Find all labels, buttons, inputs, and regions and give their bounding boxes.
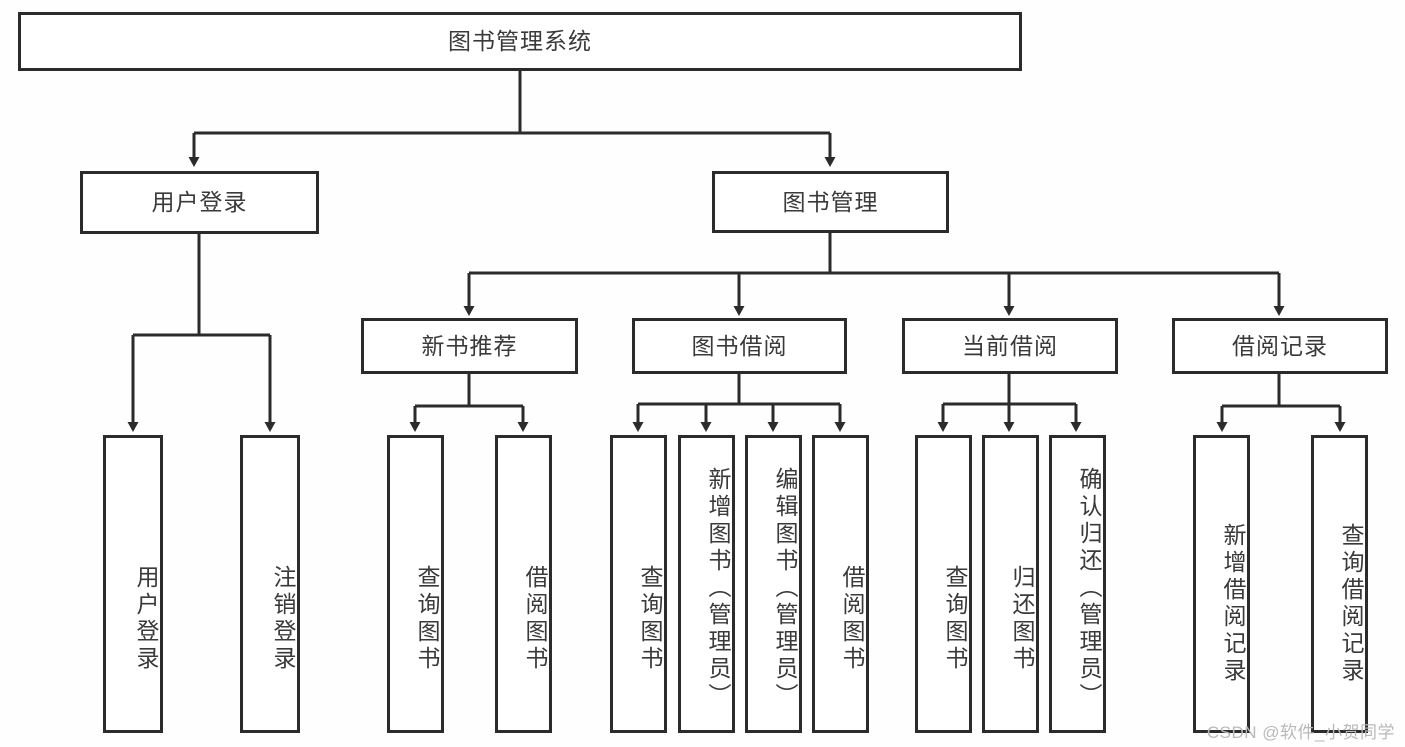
leaf-borrow-query-book[interactable]: 查询图书 bbox=[610, 435, 667, 733]
leaf-new-book-query-label: 查询图书 bbox=[414, 565, 440, 673]
node-root-system-label: 图书管理系统 bbox=[448, 28, 592, 55]
leaf-borrow-query-book-label: 查询图书 bbox=[637, 565, 663, 673]
node-new-book-recommend[interactable]: 新书推荐 bbox=[361, 318, 578, 374]
node-borrow-record-label: 借阅记录 bbox=[1232, 332, 1328, 359]
leaf-user-login-signin[interactable]: 用户登录 bbox=[103, 435, 163, 733]
leaf-current-confirm-return-admin[interactable]: 确认归还（管理员） bbox=[1049, 435, 1106, 733]
leaf-borrow-add-book-admin-label: 新增图书（管理员） bbox=[705, 466, 731, 710]
node-current-borrow-label: 当前借阅 bbox=[962, 332, 1058, 359]
leaf-record-add-record[interactable]: 新增借阅记录 bbox=[1193, 435, 1250, 733]
node-book-borrow-label: 图书借阅 bbox=[691, 332, 788, 359]
leaf-record-query-record-label: 查询借阅记录 bbox=[1338, 523, 1364, 685]
leaf-current-confirm-return-admin-label: 确认归还（管理员） bbox=[1076, 466, 1102, 710]
leaf-borrow-borrow-book[interactable]: 借阅图书 bbox=[812, 435, 869, 733]
leaf-borrow-edit-book-admin[interactable]: 编辑图书（管理员） bbox=[745, 435, 802, 733]
node-current-borrow[interactable]: 当前借阅 bbox=[902, 318, 1118, 374]
leaf-borrow-add-book-admin[interactable]: 新增图书（管理员） bbox=[678, 435, 735, 733]
node-borrow-record[interactable]: 借阅记录 bbox=[1172, 318, 1388, 374]
node-user-login[interactable]: 用户登录 bbox=[80, 171, 319, 234]
leaf-new-book-borrow[interactable]: 借阅图书 bbox=[495, 435, 552, 733]
leaf-record-add-record-label: 新增借阅记录 bbox=[1220, 523, 1246, 685]
leaf-current-return-book-label: 归还图书 bbox=[1009, 565, 1035, 673]
leaf-user-login-signin-label: 用户登录 bbox=[133, 565, 159, 673]
leaf-borrow-edit-book-admin-label: 编辑图书（管理员） bbox=[772, 466, 798, 710]
node-book-manage[interactable]: 图书管理 bbox=[712, 171, 949, 233]
leaf-new-book-query[interactable]: 查询图书 bbox=[387, 435, 444, 733]
leaf-user-login-signout-label: 注销登录 bbox=[270, 565, 296, 673]
leaf-new-book-borrow-label: 借阅图书 bbox=[522, 565, 548, 673]
node-root-system[interactable]: 图书管理系统 bbox=[18, 12, 1022, 71]
leaf-user-login-signout[interactable]: 注销登录 bbox=[240, 435, 300, 733]
csdn-watermark: CSDN @软件_小贺同学 bbox=[1206, 723, 1395, 742]
node-book-manage-label: 图书管理 bbox=[782, 188, 879, 215]
node-user-login-label: 用户登录 bbox=[151, 189, 248, 216]
leaf-current-return-book[interactable]: 归还图书 bbox=[982, 435, 1039, 733]
leaf-current-query-book[interactable]: 查询图书 bbox=[915, 435, 972, 733]
leaf-borrow-borrow-book-label: 借阅图书 bbox=[839, 565, 865, 673]
leaf-record-query-record[interactable]: 查询借阅记录 bbox=[1311, 435, 1368, 733]
leaf-current-query-book-label: 查询图书 bbox=[942, 565, 968, 673]
node-book-borrow[interactable]: 图书借阅 bbox=[632, 318, 847, 374]
node-new-book-recommend-label: 新书推荐 bbox=[421, 332, 518, 359]
